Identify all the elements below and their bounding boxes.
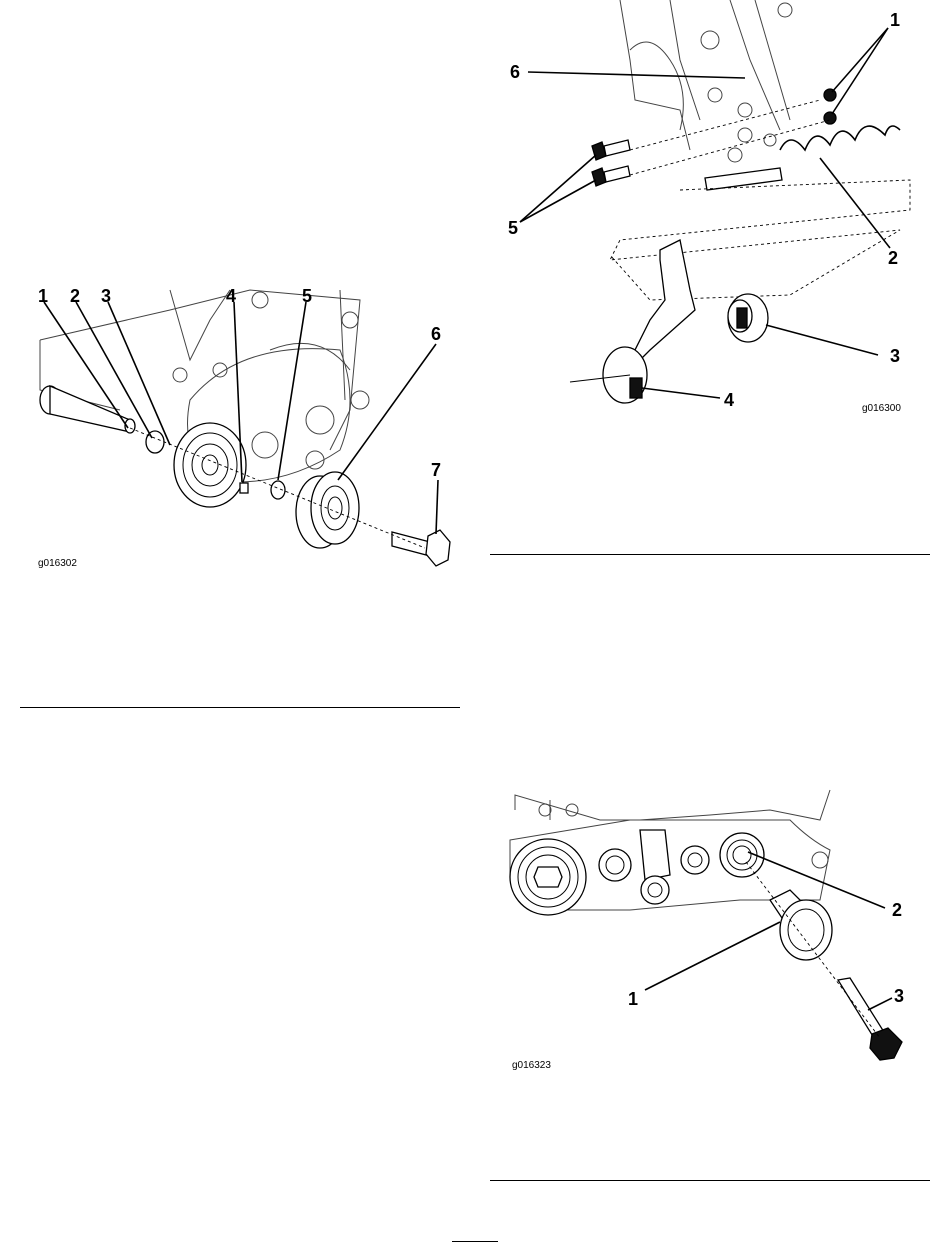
figure-divider-left xyxy=(20,707,460,708)
callout-2: 2 xyxy=(888,248,898,268)
figure-bushing-assembly: 2 1 3 g016323 xyxy=(490,780,930,1080)
bolt-part xyxy=(392,530,450,566)
page-number-bar xyxy=(452,1241,498,1242)
callout-7: 7 xyxy=(431,460,441,480)
bushing-part xyxy=(770,890,832,960)
figure-divider-right-top xyxy=(490,554,930,555)
nut-part xyxy=(824,89,836,124)
pulley-part xyxy=(296,472,359,548)
large-pulley-part xyxy=(510,839,586,915)
callout-3: 3 xyxy=(101,286,111,306)
spacer-part xyxy=(146,431,164,453)
figure-arm-assembly: 1 6 5 2 3 4 g016300 xyxy=(490,0,930,420)
shaft-part xyxy=(40,386,135,433)
callout-4: 4 xyxy=(724,390,734,410)
bushing-part xyxy=(728,294,768,342)
callout-1: 1 xyxy=(38,286,48,306)
drive-pulley-part xyxy=(174,423,246,507)
pulley-assembly-drawing: 1 2 3 4 5 6 7 g016302 xyxy=(20,280,470,580)
key-part xyxy=(240,483,248,493)
callout-3: 3 xyxy=(890,346,900,366)
frame-outline xyxy=(620,0,792,162)
arm-assembly-drawing: 1 6 5 2 3 4 g016300 xyxy=(490,0,930,420)
idler-disc-part xyxy=(599,849,631,881)
pin-part xyxy=(705,168,782,190)
callout-3: 3 xyxy=(894,986,904,1006)
bushing-assembly-drawing: 2 1 3 g016323 xyxy=(490,780,930,1080)
callout-5: 5 xyxy=(508,218,518,238)
callout-6: 6 xyxy=(431,324,441,344)
callout-1: 1 xyxy=(628,989,638,1009)
slot-bracket-part xyxy=(640,830,670,904)
callout-5: 5 xyxy=(302,286,312,306)
figure-id: g016323 xyxy=(512,1060,551,1071)
callout-2: 2 xyxy=(70,286,80,306)
idler-disc-part xyxy=(681,846,709,874)
bolt-part xyxy=(838,978,902,1060)
figure-divider-right-bottom xyxy=(490,1180,930,1181)
figure-pulley-assembly: 1 2 3 4 5 6 7 g016302 xyxy=(20,280,470,580)
arm-part xyxy=(603,240,695,403)
spring-part xyxy=(780,126,900,150)
figure-id: g016302 xyxy=(38,558,77,569)
callout-2: 2 xyxy=(892,900,902,920)
callout-6: 6 xyxy=(510,62,520,82)
callout-4: 4 xyxy=(226,286,236,306)
callout-1: 1 xyxy=(890,10,900,30)
bolt-part xyxy=(592,140,630,186)
figure-id: g016300 xyxy=(862,403,901,414)
